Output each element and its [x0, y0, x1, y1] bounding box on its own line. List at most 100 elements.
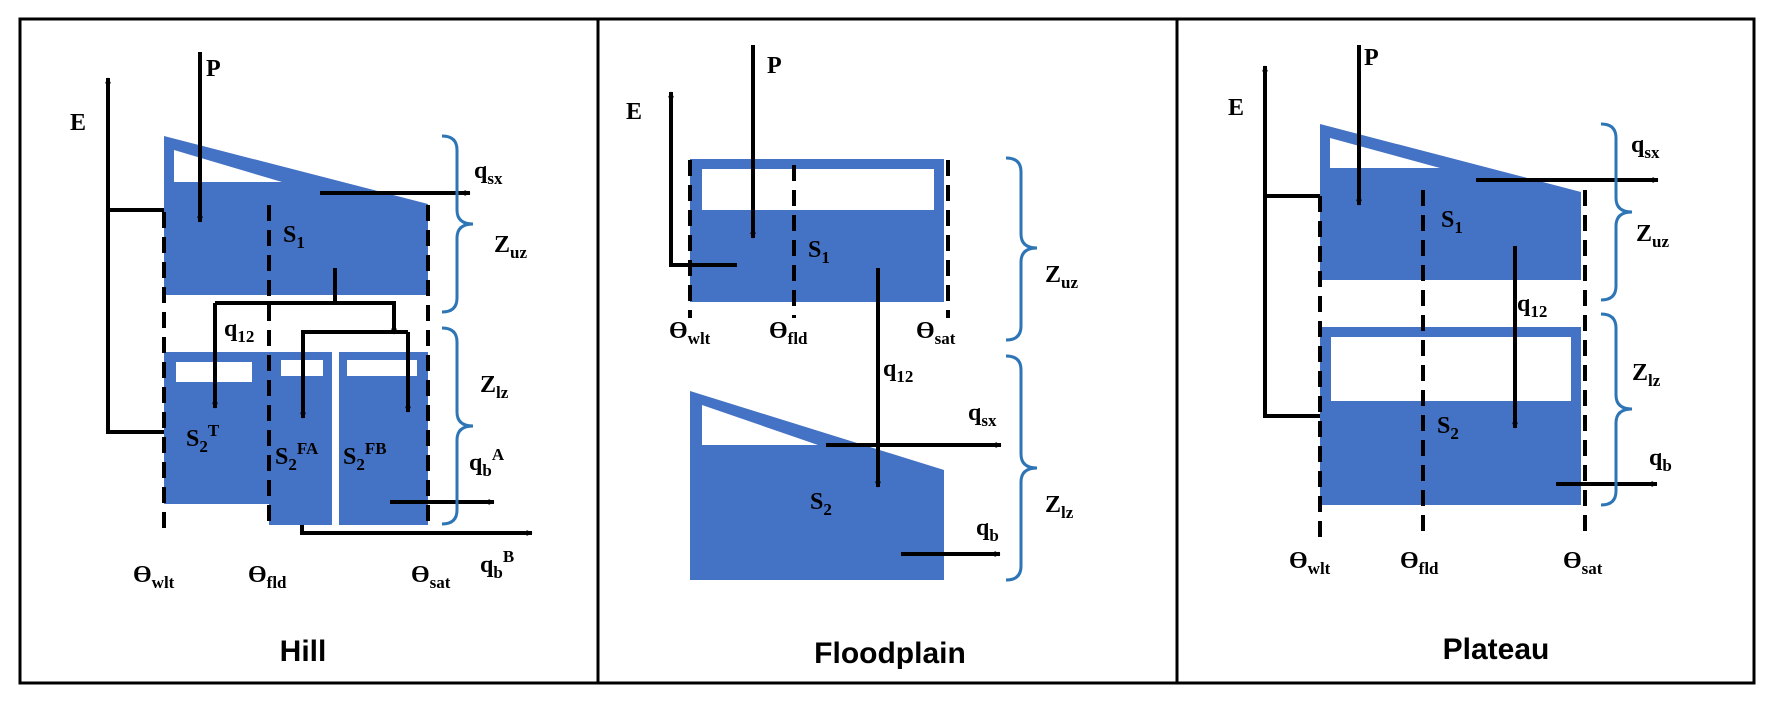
floodplain-qsx-sub: sx	[981, 411, 997, 430]
svg-text:qsx: qsx	[968, 400, 997, 430]
hill-e-label: E	[70, 110, 86, 136]
plateau-zuz-brace	[1600, 122, 1633, 302]
hill-qba-sup: A	[492, 445, 505, 464]
plateau-zlz-label: Z	[1632, 360, 1648, 386]
plateau-s2-label: S	[1437, 413, 1450, 439]
hill-q12-path-b	[335, 301, 397, 335]
svg-text:S2FB: S2FB	[343, 439, 387, 474]
hill-p-label: P	[206, 56, 221, 82]
floodplain-q12-label: q	[883, 356, 897, 382]
svg-text:Өwlt: Өwlt	[669, 318, 711, 348]
svg-text:qbB: qbB	[480, 547, 514, 582]
hill-qsx-label: q	[474, 158, 488, 184]
floodplain-s2-label: S	[810, 489, 823, 515]
hill-theta-wlt-sub: wlt	[152, 573, 175, 592]
floodplain-e-path	[668, 91, 737, 267]
hill-q12-sub: 12	[237, 327, 254, 346]
svg-text:Өsat: Өsat	[916, 318, 956, 348]
svg-text:Zuz: Zuz	[1045, 262, 1078, 292]
hill-zuz-brace	[441, 134, 474, 314]
floodplain-theta-wlt-label: Ө	[669, 318, 688, 344]
svg-text:S1: S1	[283, 222, 305, 252]
svg-text:Өwlt: Өwlt	[133, 562, 175, 592]
plateau-qsx-label: q	[1631, 132, 1645, 158]
floodplain-s2-sub: 2	[823, 500, 832, 519]
hill-qbb-arrow	[300, 525, 533, 536]
plateau-lower-store-void	[1331, 337, 1571, 401]
svg-text:qb: qb	[1649, 445, 1672, 475]
hill-qba-sub: b	[482, 461, 491, 480]
hill-s2fa-sub: 2	[288, 455, 297, 474]
svg-text:qb: qb	[976, 515, 999, 545]
svg-text:S1: S1	[1441, 207, 1463, 237]
plateau-theta-fld-sub: fld	[1419, 559, 1439, 578]
plateau-s2-sub: 2	[1450, 424, 1459, 443]
floodplain-zuz-sub: uz	[1061, 273, 1078, 292]
svg-text:Өfld: Өfld	[248, 562, 287, 592]
svg-text:E: E	[1228, 95, 1244, 121]
hill-qbb-label: q	[480, 552, 494, 578]
hill-zlz-brace	[441, 326, 474, 526]
hill-s1-label: S	[283, 222, 296, 248]
floodplain-qsx-label: q	[968, 400, 982, 426]
hill-s2fa-sup: FA	[297, 439, 319, 458]
hill-zuz-sub: uz	[510, 243, 527, 262]
hill-store-s2fb-void	[347, 360, 417, 376]
floodplain-zlz-sub: lz	[1061, 503, 1074, 522]
hill-qba-label: q	[469, 450, 483, 476]
floodplain-theta-fld-sub: fld	[788, 329, 808, 348]
svg-text:Zuz: Zuz	[494, 232, 527, 262]
svg-text:Zuz: Zuz	[1636, 221, 1669, 251]
svg-text:q12: q12	[883, 356, 913, 386]
hill-s2t-label: S	[186, 426, 199, 452]
svg-text:P: P	[206, 56, 221, 82]
hill-store-s2fa	[269, 352, 332, 525]
svg-text:S2FA: S2FA	[275, 439, 319, 474]
plateau-qsx-sub: sx	[1644, 143, 1660, 162]
plateau-zuz-label: Z	[1636, 221, 1652, 247]
plateau-e-path	[1263, 194, 1320, 418]
svg-text:qsx: qsx	[1631, 132, 1660, 162]
hill-theta-wlt-label: Ө	[133, 562, 152, 588]
svg-text:Өwlt: Өwlt	[1289, 548, 1331, 578]
svg-text:S1: S1	[808, 237, 830, 267]
hill-store-s2fb	[339, 352, 428, 525]
plateau-qb-label: q	[1649, 445, 1663, 471]
svg-text:q12: q12	[224, 316, 254, 346]
plateau-caption: Plateau	[1443, 633, 1550, 666]
plateau-q12-sub: 12	[1530, 302, 1547, 321]
hill-theta-fld-label: Ө	[248, 562, 267, 588]
hill-zlz-sub: lz	[496, 383, 509, 402]
floodplain-p-label: P	[767, 53, 782, 79]
svg-text:Zlz: Zlz	[1045, 492, 1074, 522]
hill-qbb-sup: B	[503, 547, 514, 566]
svg-text:P: P	[767, 53, 782, 79]
hill-qsx-sub: sx	[487, 169, 503, 188]
floodplain-q12-sub: 12	[896, 367, 913, 386]
svg-text:S2T: S2T	[186, 421, 220, 456]
floodplain-zlz-brace	[1005, 354, 1038, 582]
plateau-theta-sat-sub: sat	[1582, 559, 1603, 578]
floodplain-s1-label: S	[808, 237, 821, 263]
svg-text:S2: S2	[1437, 413, 1459, 443]
hill-s2fb-sup: FB	[365, 439, 387, 458]
plateau-theta-sat-label: Ө	[1563, 548, 1582, 574]
svg-text:P: P	[1364, 45, 1379, 71]
plateau-theta-wlt-sub: wlt	[1308, 559, 1331, 578]
floodplain-qb-sub: b	[989, 526, 998, 545]
svg-text:Өsat: Өsat	[1563, 548, 1603, 578]
hill-zlz-label: Z	[480, 372, 496, 398]
plateau-theta-fld-label: Ө	[1400, 548, 1419, 574]
floodplain-theta-sat-sub: sat	[935, 329, 956, 348]
hill-theta-fld-sub: fld	[267, 573, 287, 592]
plateau-qb-sub: b	[1662, 456, 1671, 475]
hill-q12-label: q	[224, 316, 238, 342]
floodplain-upper-store-void	[702, 169, 934, 210]
hill-s2t-sub: 2	[199, 437, 208, 456]
plateau-p-label: P	[1364, 45, 1379, 71]
hill-s2fb-sub: 2	[356, 455, 365, 474]
floodplain-zuz-brace	[1005, 156, 1038, 342]
floodplain-theta-wlt-sub: wlt	[688, 329, 711, 348]
svg-text:Zlz: Zlz	[1632, 360, 1661, 390]
